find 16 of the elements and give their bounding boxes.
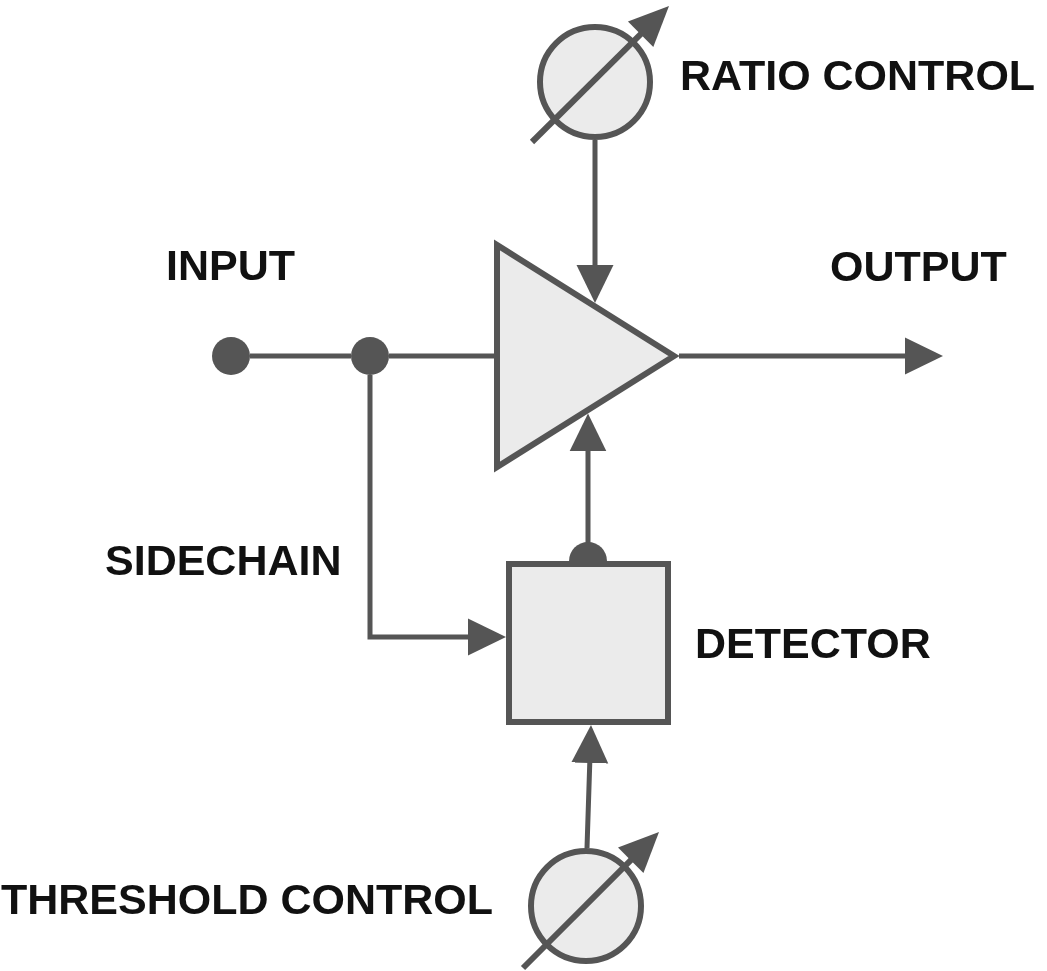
detector-block: [506, 561, 671, 725]
arrow: [576, 140, 614, 303]
component-label: RATIO CONTROL: [680, 54, 1036, 97]
connector-line: [389, 353, 494, 359]
junction-dot: [351, 337, 389, 375]
terminal-dot: [212, 337, 250, 375]
control-circle: [537, 24, 653, 140]
arrow: [571, 724, 609, 849]
control-circle: [528, 848, 644, 964]
arrow: [367, 375, 506, 656]
arrow: [569, 413, 607, 561]
component-label: INPUT: [166, 244, 295, 287]
component-label: DETECTOR: [695, 622, 931, 665]
arrow: [679, 337, 943, 375]
component-label: THRESHOLD CONTROL: [1, 878, 494, 921]
connector-line: [250, 353, 351, 359]
